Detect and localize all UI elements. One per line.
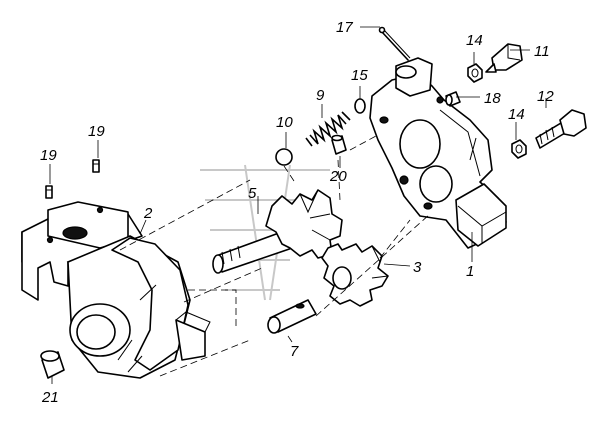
callout-9: 9 <box>316 87 325 104</box>
part-20-valve-plunger <box>331 134 347 155</box>
callout-17: 17 <box>336 19 353 36</box>
callout-14-upper: 14 <box>466 32 483 49</box>
callout-19-right: 19 <box>88 123 105 140</box>
callout-20: 20 <box>329 168 347 185</box>
callout-15: 15 <box>351 67 368 84</box>
callout-1: 1 <box>466 263 474 280</box>
part-14-nut-lower <box>511 139 527 159</box>
callout-labels: 17 14 11 12 14 18 15 9 10 20 5 3 1 19 19… <box>40 19 554 406</box>
callout-7: 7 <box>290 343 299 360</box>
callout-19-left: 19 <box>40 147 57 164</box>
part-21-bushing <box>40 350 65 379</box>
callout-10: 10 <box>276 114 293 131</box>
part-2-pump-cover <box>21 201 211 379</box>
part-19-dowel-pin-left <box>45 185 53 199</box>
part-9-valve-spring <box>305 111 351 147</box>
part-19-dowel-pin-right <box>92 159 100 173</box>
part-10-valve-ball <box>275 148 293 166</box>
callout-14-lower: 14 <box>508 106 525 123</box>
callout-11: 11 <box>534 43 550 60</box>
part-3-driven-gear <box>321 243 389 307</box>
part-12-bolt <box>535 109 587 149</box>
leader-lines <box>49 26 547 384</box>
callout-12: 12 <box>537 88 554 105</box>
callout-18: 18 <box>484 90 501 107</box>
part-14-nut-upper <box>467 63 483 83</box>
part-1-pump-body <box>369 57 507 249</box>
part-15-washer <box>354 98 366 114</box>
callout-2: 2 <box>143 205 153 222</box>
callout-3: 3 <box>413 259 422 276</box>
part-11-bolt <box>485 43 523 73</box>
callout-5: 5 <box>248 185 257 202</box>
part-7-gear-axle <box>267 299 317 334</box>
part-5-drive-gear-shaft <box>212 189 343 274</box>
assembly-lines <box>119 135 431 377</box>
callout-21: 21 <box>41 389 59 406</box>
part-18-plug <box>445 91 461 107</box>
part-17-cotter-pin <box>378 26 411 61</box>
